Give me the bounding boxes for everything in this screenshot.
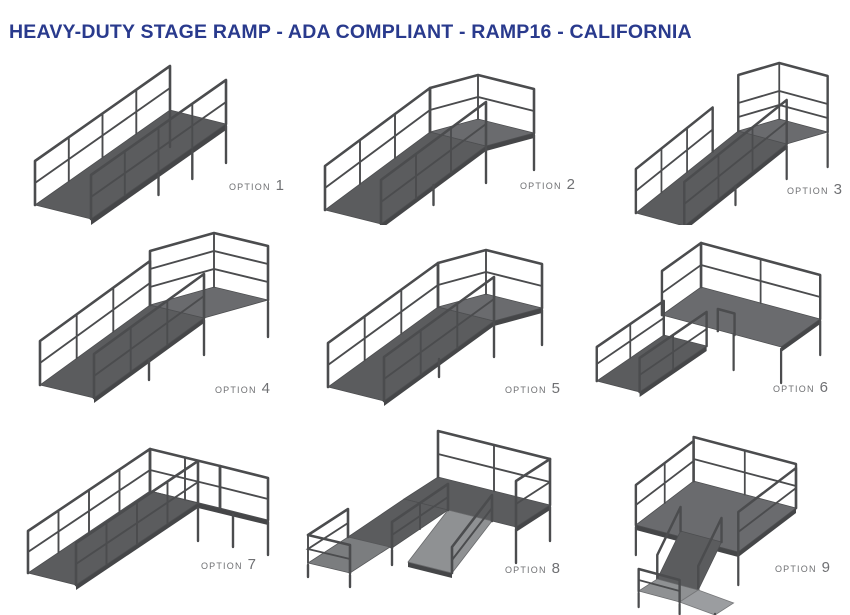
option-label: OPTION 6 [773,379,828,396]
option-label-number: 6 [819,379,828,396]
page-title: HEAVY-DUTY STAGE RAMP - ADA COMPLIANT - … [9,21,692,43]
option-card-4: OPTION 4 [0,225,290,415]
option-label-number: 9 [821,559,830,576]
option-label: OPTION 7 [201,556,256,573]
ramp-illustration-landing-tall-rail [634,61,830,225]
option-card-3: OPTION 3 [580,55,850,225]
option-label-prefix: OPTION [214,385,257,395]
option-card-1: OPTION 1 [0,55,290,225]
option-label-number: 8 [551,560,560,577]
option-label-number: 3 [833,181,842,198]
option-label-number: 7 [247,556,256,573]
option-label-prefix: OPTION [200,561,243,571]
option-label: OPTION 9 [775,559,830,576]
option-label: OPTION 2 [520,176,575,193]
option-label: OPTION 3 [787,181,842,198]
ramp-illustration-switchback [305,429,552,589]
option-card-6: OPTION 6 [580,225,850,415]
option-label: OPTION 8 [505,560,560,577]
option-card-8: OPTION 8 [290,415,580,615]
option-card-7: OPTION 7 [0,415,290,615]
option-label-prefix: OPTION [504,565,547,575]
option-label-prefix: OPTION [774,564,817,574]
options-grid: OPTION 1 OPTION 2 [0,55,850,615]
option-label: OPTION 5 [505,380,560,397]
ramp-illustration-wide-landing-tall-rail [38,231,270,403]
ramp-illustration-large-platform [595,241,822,397]
option-card-5: OPTION 5 [290,225,580,415]
option-label-prefix: OPTION [504,385,547,395]
ramp-illustration-top-landing [323,73,536,225]
ramp-illustration-straight [33,64,228,225]
option-label: OPTION 4 [215,380,270,397]
ramp-illustration-platform-switchback [634,435,798,615]
option-label-prefix: OPTION [786,186,829,196]
option-label-prefix: OPTION [772,384,815,394]
option-label-number: 4 [261,380,270,397]
option-label: OPTION 1 [229,177,284,194]
option-label-prefix: OPTION [228,182,271,192]
option-card-9: OPTION 9 [580,415,850,615]
option-card-2: OPTION 2 [290,55,580,225]
option-label-number: 2 [566,176,575,193]
ramp-illustration-l-shape [26,447,270,590]
option-label-number: 5 [551,380,560,397]
option-label-prefix: OPTION [519,181,562,191]
ramp-illustration-top-landing-variant [326,248,544,406]
option-label-number: 1 [275,177,284,194]
